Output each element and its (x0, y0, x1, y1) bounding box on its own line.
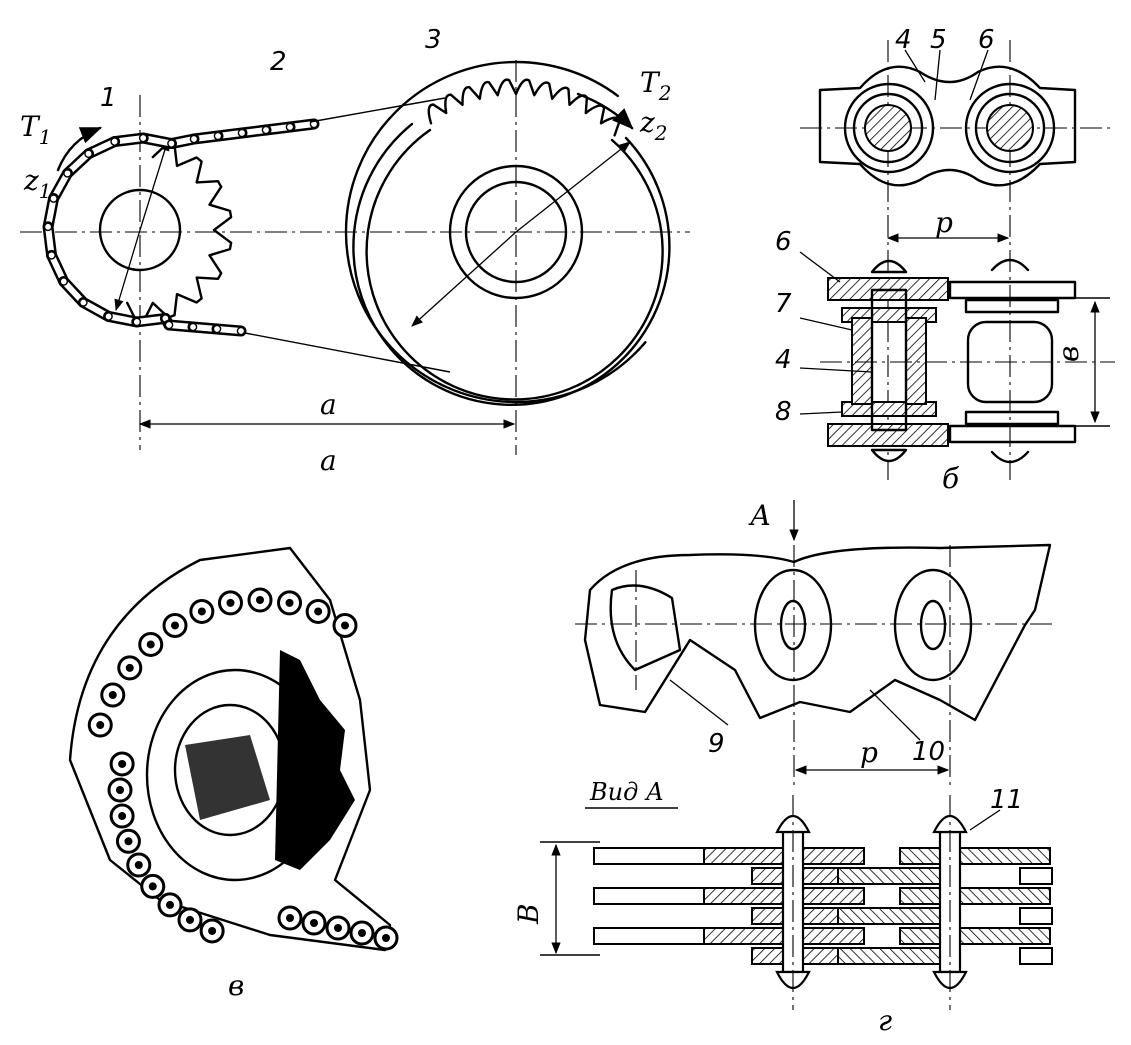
dim-a-label: a (320, 388, 337, 421)
small-sprocket (98, 138, 233, 324)
view-v-pictorial: в (68, 546, 399, 1002)
view-a-title: Вид А (589, 778, 664, 806)
label-1: 1 (100, 83, 117, 113)
chain-pin (47, 251, 56, 260)
large-sprocket (344, 60, 688, 406)
chain-pin (43, 222, 53, 232)
view-a-section (593, 795, 1053, 1010)
chain-pin (79, 298, 88, 307)
label-2: 2 (270, 47, 287, 77)
chain-pin (285, 122, 295, 132)
chain-pin (59, 277, 69, 286)
caption-a: а (320, 444, 337, 477)
chain-pin (49, 194, 58, 203)
label-z1: z1 (23, 164, 52, 203)
chain-pin (104, 312, 113, 321)
chain-pin (110, 137, 119, 146)
chain-pin (132, 317, 142, 327)
pictorial-chain-rollers (87, 587, 399, 951)
caption-g: г (878, 1004, 892, 1037)
chain-pin (237, 128, 247, 138)
label-10: 10 (912, 737, 945, 767)
chain-pin (261, 125, 271, 135)
chain-pin (309, 119, 319, 129)
chain-pin (84, 149, 93, 159)
label-7: 7 (775, 289, 792, 319)
label-6-sec: 6 (775, 227, 792, 257)
label-t2: T2 (640, 66, 671, 105)
chain-pin (236, 326, 246, 336)
view-a-chain-drive: 1 2 3 T1 z1 T2 z2 a а (20, 25, 690, 477)
chain-pin (164, 320, 174, 330)
chain-pin (212, 324, 222, 334)
label-6-top: 6 (978, 25, 995, 55)
drive-chain (42, 118, 320, 337)
caption-b: б (942, 462, 960, 495)
chain-pin (189, 134, 199, 144)
chain-pin (161, 314, 170, 323)
label-5: 5 (930, 25, 947, 55)
chain-pin (213, 131, 223, 141)
chain-pin (167, 139, 176, 148)
chain-pin (138, 133, 148, 143)
chain-pin (63, 169, 72, 178)
dim-b-label: в (1052, 346, 1085, 362)
view-g-silent-chain: А 9 10 p Вид А В 11 г (512, 499, 1055, 1037)
label-4-sec: 4 (775, 345, 792, 375)
chain-pin (188, 322, 198, 332)
label-t1: T1 (20, 110, 51, 149)
dim-B-label: В (512, 903, 545, 925)
arrow-a-label: А (748, 499, 771, 532)
dim-p-label-b: p (935, 206, 953, 239)
label-z2: z2 (639, 106, 668, 145)
view-b-roller-chain: 4 5 6 p в 6 7 4 8 б (775, 25, 1115, 495)
label-8: 8 (775, 397, 792, 427)
caption-v: в (228, 969, 244, 1002)
label-4-top: 4 (895, 25, 912, 55)
dim-p-label-g: p (860, 736, 878, 769)
label-3: 3 (425, 25, 442, 55)
label-11: 11 (990, 785, 1023, 815)
label-9: 9 (708, 729, 725, 759)
